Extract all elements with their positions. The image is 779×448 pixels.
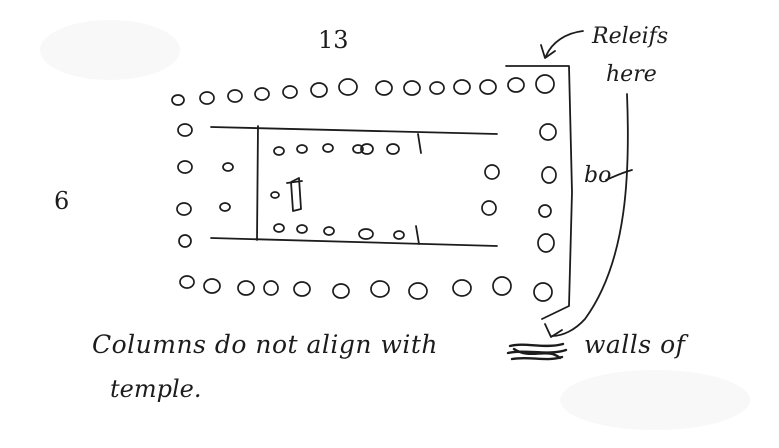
inner-columns	[219, 143, 500, 240]
peristyle-column	[453, 79, 471, 95]
peristyle-column	[535, 74, 555, 94]
cella-wall-bottom	[210, 237, 498, 247]
cella-wall-top	[210, 126, 498, 135]
inner-column	[270, 191, 280, 199]
peristyle-columns	[171, 74, 557, 302]
inner-column	[352, 144, 364, 154]
peristyle-column	[263, 280, 279, 296]
peristyle-column	[282, 85, 298, 99]
peristyle-column	[537, 233, 555, 253]
peristyle-column	[293, 281, 311, 297]
peristyle-column	[539, 123, 557, 141]
inner-column	[273, 223, 285, 233]
peristyle-column	[227, 89, 243, 103]
inner-column	[296, 224, 308, 234]
peristyle-column	[332, 283, 350, 299]
cella-mark-bottom	[415, 225, 420, 245]
note-line-2: temple.	[110, 375, 202, 403]
peristyle-column	[179, 275, 195, 289]
reliefs-label-here: here	[606, 62, 657, 87]
inner-column	[222, 162, 234, 172]
cella-cross-wall	[256, 125, 259, 241]
inner-column	[322, 143, 334, 153]
peristyle-column	[199, 91, 215, 105]
note-arrow-head	[544, 323, 563, 338]
reliefs-arrow-head	[540, 44, 556, 59]
peristyle-column	[254, 87, 270, 101]
peristyle-column	[237, 280, 255, 296]
peristyle-column	[408, 282, 428, 300]
inner-column	[481, 200, 497, 216]
peristyle-column	[429, 81, 445, 95]
column-count-long-side: 13	[318, 26, 349, 54]
inner-column	[386, 143, 400, 155]
peristyle-column	[403, 80, 421, 96]
inner-column	[323, 226, 335, 236]
cella-mark-top	[417, 133, 422, 154]
stylobate-edge	[505, 65, 573, 320]
peristyle-column	[203, 278, 221, 294]
peristyle-column	[310, 82, 328, 98]
peristyle-column	[541, 166, 557, 184]
column-count-short-side: 6	[54, 187, 70, 215]
peristyle-column	[177, 160, 193, 174]
peristyle-column	[178, 234, 192, 248]
note-line-1: Columns do not align with	[92, 330, 438, 359]
peristyle-column	[538, 204, 552, 218]
scribble	[506, 342, 568, 361]
peristyle-column	[452, 279, 472, 297]
side-mark-line	[605, 169, 633, 181]
peristyle-column	[507, 77, 525, 93]
peristyle-column	[533, 282, 553, 302]
inner-column	[296, 144, 308, 154]
reliefs-label: Releifs	[592, 24, 669, 49]
peristyle-column	[171, 94, 185, 106]
reliefs-arrow	[545, 30, 584, 57]
statue-top	[286, 180, 303, 184]
inner-column	[358, 228, 374, 240]
peristyle-column	[177, 123, 193, 137]
statue-base	[290, 177, 302, 212]
peristyle-column	[479, 79, 497, 95]
note-arrow	[551, 93, 629, 337]
inner-column	[273, 146, 285, 156]
peristyle-column	[176, 202, 192, 216]
inner-column	[393, 230, 405, 240]
inner-column	[484, 164, 500, 180]
inner-column	[360, 143, 374, 155]
inner-column	[219, 202, 231, 212]
peristyle-column	[338, 78, 358, 96]
peristyle-column	[492, 276, 512, 296]
note-line-1-end: walls of	[584, 330, 686, 359]
peristyle-column	[375, 80, 393, 96]
side-mark-label: bo	[584, 163, 612, 188]
peristyle-column	[370, 280, 390, 298]
